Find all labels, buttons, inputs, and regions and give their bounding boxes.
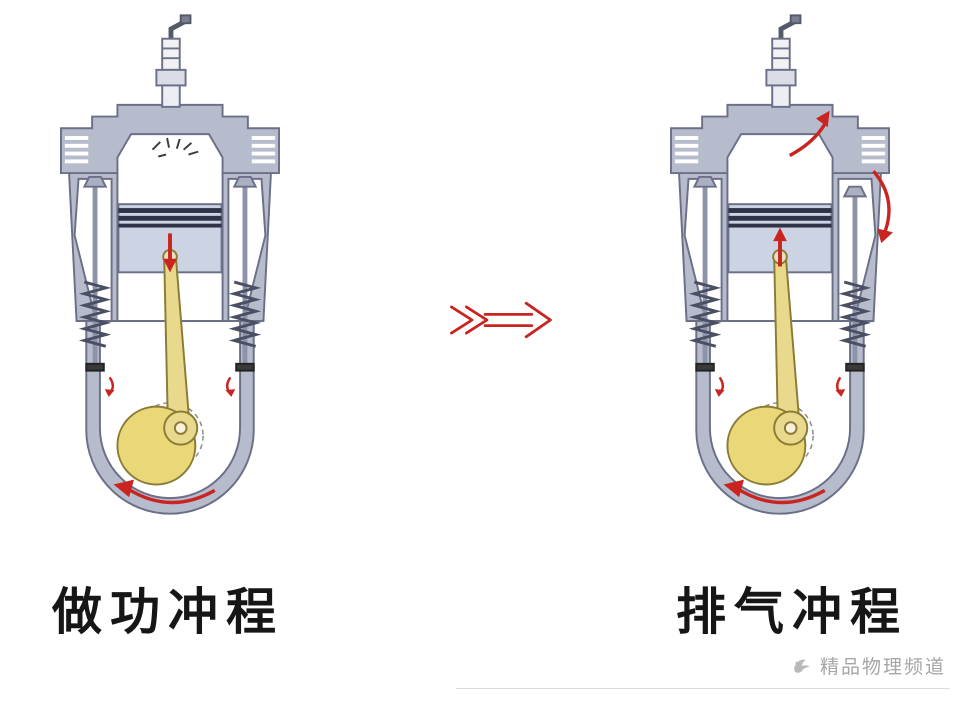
curved-exhaust-arrow-icon — [788, 110, 893, 244]
double-right-arrow-icon — [450, 301, 552, 339]
exhaust-valve-head-closed — [232, 175, 258, 188]
exhaust-valve-head-open — [842, 185, 868, 198]
channel-logo-icon — [793, 659, 810, 673]
watermark-text: 精品物理频道 — [819, 656, 946, 678]
watermark-divider — [456, 688, 950, 689]
watermark: 精品物理频道 — [790, 652, 946, 679]
down-arrow-icon — [163, 233, 177, 273]
combustion-sparks — [151, 137, 199, 158]
up-arrow-icon — [773, 227, 787, 267]
exhaust-stroke-diagram — [634, 6, 893, 562]
power-stroke-diagram — [24, 6, 316, 562]
exhaust-stroke-label: 排气冲程 — [676, 582, 908, 641]
power-stroke-label: 做功冲程 — [52, 582, 284, 641]
